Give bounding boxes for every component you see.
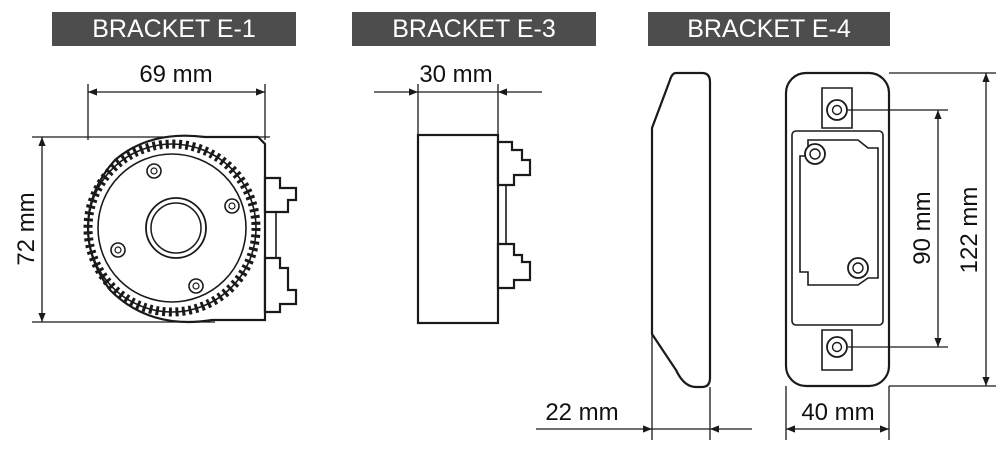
bracket-e4-side-drawing: 22 mm <box>536 71 752 440</box>
e1-center-boss-inner <box>150 202 202 254</box>
e4-spacing-label: 90 mm <box>909 191 936 264</box>
e1-height-label: 72 mm <box>13 192 40 265</box>
e4-width-label: 40 mm <box>801 399 874 426</box>
e1-center-boss-outer <box>145 197 207 259</box>
e4-top-mount-hole <box>821 87 853 129</box>
bracket-e3-drawing: 30 mm <box>374 61 542 325</box>
bracket-e1-drawing: 69 mm 72 mm <box>13 61 298 324</box>
e1-screw-hole-2 <box>224 198 240 214</box>
e4-bottom-mount-hole <box>821 329 853 371</box>
e3-tab-lower <box>496 242 532 290</box>
bracket-e3-title: BRACKET E-3 <box>352 12 596 46</box>
e4-side-outline <box>650 71 712 389</box>
e3-tab-upper <box>496 140 532 187</box>
e4-front-recess <box>799 139 879 286</box>
e4-depth-label: 22 mm <box>545 399 618 426</box>
e1-gear-teeth <box>83 139 261 317</box>
e1-tab-lower <box>263 256 298 314</box>
e1-screw-hole-1 <box>146 163 162 179</box>
e1-tab-upper <box>263 176 298 214</box>
e3-depth-label: 30 mm <box>419 61 492 88</box>
e1-width-label: 69 mm <box>139 61 212 88</box>
bracket-e1-title: BRACKET E-1 <box>52 12 296 46</box>
bracket-e4-front-drawing: 40 mm 90 mm 122 mm <box>784 71 996 440</box>
e4-front-inner-panel <box>791 130 884 326</box>
e1-screw-hole-3 <box>110 242 126 258</box>
bracket-e4-title: BRACKET E-4 <box>648 12 890 46</box>
e1-screw-hole-4 <box>188 278 204 294</box>
e1-gear-inner <box>97 153 247 303</box>
e4-recess-screw-lower <box>847 257 869 279</box>
e4-height-label: 122 mm <box>956 187 983 274</box>
e3-body-outline <box>416 133 500 325</box>
e4-recess-screw-upper <box>804 143 826 165</box>
